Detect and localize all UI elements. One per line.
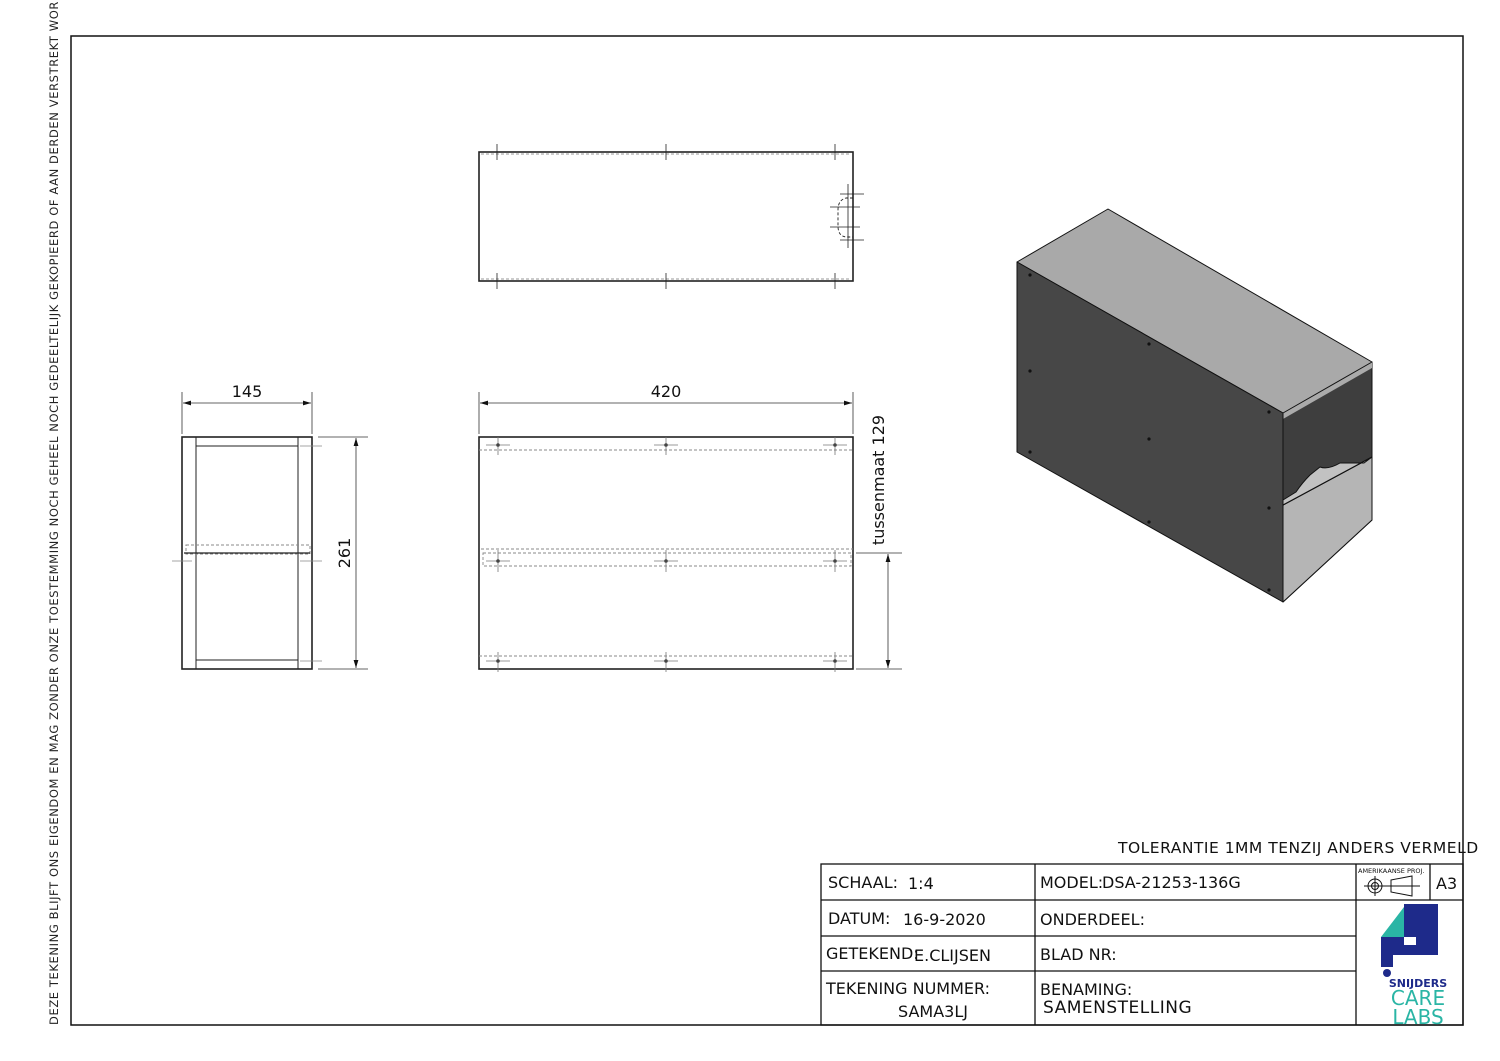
tolerance-note: TOLERANTIE 1MM TENZIJ ANDERS VERMELD <box>1118 839 1479 857</box>
date-value: 16-9-2020 <box>903 910 986 929</box>
drawing-number-value: SAMA3LJ <box>898 1002 968 1021</box>
name-label: BENAMING: <box>1040 980 1133 999</box>
drawn-by-value: E.CLIJSEN <box>914 946 991 965</box>
logo-text-labs: LABS <box>1392 1005 1443 1029</box>
top-view <box>478 144 864 289</box>
part-label: ONDERDEEL: <box>1040 910 1145 929</box>
logo-text-care: CARE <box>1391 986 1445 1010</box>
projection-symbol-icon <box>1364 875 1420 897</box>
dim-width: 420 <box>651 382 682 401</box>
front-view <box>478 436 854 672</box>
drawing-number-label: TEKENING NUMMER: <box>826 979 991 998</box>
logo-text-snijders: SNIJDERS <box>1389 977 1447 990</box>
dimension-lines <box>181 392 902 670</box>
dim-depth: 145 <box>232 382 263 401</box>
ownership-disclaimer: DEZE TEKENING BLIJFT ONS EIGENDOM EN MAG… <box>47 0 61 1025</box>
paper-format: A3 <box>1436 874 1458 893</box>
drawn-by-label: GETEKEND: <box>826 944 919 963</box>
model-label: MODEL: <box>1040 873 1104 892</box>
side-view <box>172 436 322 670</box>
model-value: DSA-21253-136G <box>1102 873 1241 892</box>
date-label: DATUM: <box>828 909 891 928</box>
title-block-frame <box>820 863 1464 1026</box>
projection-label: AMERIKAANSE PROJ. <box>1358 867 1425 875</box>
dim-height: 261 <box>335 538 354 569</box>
name-value: SAMENSTELLING <box>1043 998 1193 1018</box>
company-logo: SNIJDERS CARE LABS <box>1381 904 1447 1029</box>
isometric-view <box>1016 208 1373 603</box>
dim-inner: tussenmaat 129 <box>869 415 888 545</box>
scale-value: 1:4 <box>908 874 934 893</box>
sheet-number-label: BLAD NR: <box>1040 945 1117 964</box>
scale-label: SCHAAL: <box>828 873 898 892</box>
sheet-border <box>70 35 1464 1026</box>
